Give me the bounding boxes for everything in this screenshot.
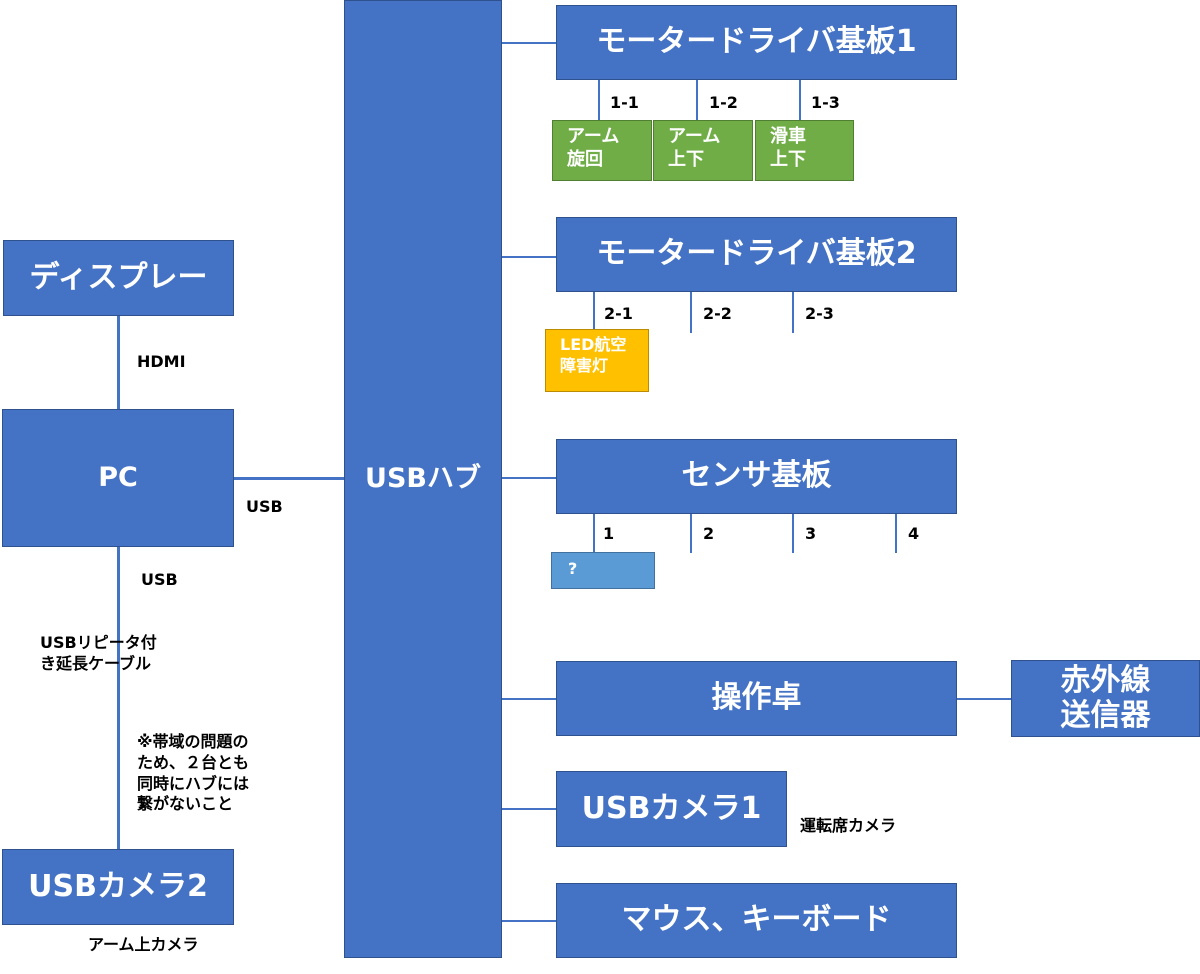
arm-updown-label-1: アーム bbox=[668, 126, 721, 147]
mouse-keyboard-box: マウス、キーボード bbox=[556, 883, 957, 958]
console-box: 操作卓 bbox=[556, 661, 957, 736]
arm-rotate-label-1: アーム bbox=[567, 126, 620, 147]
unknown-sensor-box: ? bbox=[551, 552, 655, 589]
connector-console-ir bbox=[956, 698, 1012, 700]
ir-transmitter-label-2: 送信器 bbox=[1060, 697, 1151, 733]
port-line-1-1 bbox=[598, 79, 600, 121]
port-line-2-2 bbox=[690, 291, 692, 333]
usb-pc-hub-label: USB bbox=[246, 497, 283, 516]
connector-hub-sensor bbox=[501, 477, 556, 479]
port-line-s2 bbox=[690, 513, 692, 553]
bandwidth-note-2: ため、２台とも bbox=[137, 752, 250, 772]
connector-hub-mousekb bbox=[501, 920, 556, 922]
slide-updown-box: 滑車 上下 bbox=[755, 120, 854, 181]
arm-rotate-label-2: 旋回 bbox=[567, 149, 603, 171]
port-label-1-2: 1-2 bbox=[709, 93, 738, 112]
port-label-s1: 1 bbox=[603, 524, 615, 543]
repeater-cable-label: USBリピータ付 き延長ケーブル bbox=[40, 633, 157, 675]
port-label-2-3: 2-3 bbox=[805, 304, 834, 323]
motor-board1-box: モータードライバ基板1 bbox=[556, 5, 957, 80]
arm-camera-label: アーム上カメラ bbox=[88, 935, 199, 954]
led-light-label-2: 障害灯 bbox=[560, 355, 609, 375]
port-line-1-3 bbox=[799, 79, 801, 121]
connector-display-pc bbox=[117, 315, 120, 410]
port-label-2-2: 2-2 bbox=[703, 304, 732, 323]
port-label-1-3: 1-3 bbox=[811, 93, 840, 112]
port-line-2-1 bbox=[593, 291, 595, 330]
bandwidth-note-3: 同時にハブには bbox=[137, 773, 250, 793]
port-label-1-1: 1-1 bbox=[610, 93, 639, 112]
ir-transmitter-box: 赤外線 送信器 bbox=[1011, 660, 1200, 737]
repeater-cable-label-2: き延長ケーブル bbox=[40, 653, 152, 673]
port-line-2-3 bbox=[792, 291, 794, 333]
led-light-box: LED航空 障害灯 bbox=[545, 329, 649, 392]
driver-camera-label: 運転席カメラ bbox=[800, 816, 897, 835]
usb-pc-down-label: USB bbox=[141, 570, 178, 589]
bandwidth-note-1: ※帯域の問題の bbox=[137, 732, 249, 751]
port-line-s4 bbox=[895, 513, 897, 553]
display-box: ディスプレー bbox=[3, 240, 234, 316]
connector-hub-motor2 bbox=[501, 256, 556, 258]
connector-pc-hub bbox=[233, 477, 345, 480]
port-line-s1 bbox=[593, 513, 595, 553]
usb-hub-box: USBハブ bbox=[344, 0, 502, 958]
arm-rotate-box: アーム 旋回 bbox=[552, 120, 652, 181]
port-line-1-2 bbox=[696, 79, 698, 121]
ir-transmitter-label-1: 赤外線 bbox=[1060, 663, 1151, 698]
unknown-sensor-label: ? bbox=[568, 559, 578, 578]
port-label-s2: 2 bbox=[703, 524, 715, 543]
pc-box: PC bbox=[2, 409, 234, 547]
usb-camera1-box: USBカメラ1 bbox=[556, 771, 787, 847]
connector-pc-camera2 bbox=[117, 546, 120, 850]
usb-camera2-box: USBカメラ2 bbox=[2, 849, 234, 925]
port-line-s3 bbox=[792, 513, 794, 553]
repeater-cable-label-1: USBリピータ付 bbox=[40, 633, 157, 652]
slide-updown-label-1: 滑車 bbox=[770, 126, 806, 147]
connector-hub-motor1 bbox=[501, 42, 556, 44]
arm-updown-box: アーム 上下 bbox=[653, 120, 753, 181]
connector-hub-console bbox=[501, 698, 556, 700]
slide-updown-label-2: 上下 bbox=[770, 149, 806, 171]
arm-updown-label-2: 上下 bbox=[668, 149, 704, 171]
motor-board2-box: モータードライバ基板2 bbox=[556, 217, 957, 292]
led-light-label-1: LED航空 bbox=[560, 335, 627, 354]
hdmi-label: HDMI bbox=[137, 352, 186, 371]
port-label-s3: 3 bbox=[805, 524, 817, 543]
sensor-board-box: センサ基板 bbox=[556, 439, 957, 514]
bandwidth-note: ※帯域の問題の ため、２台とも 同時にハブには 繋がないこと bbox=[137, 732, 249, 815]
bandwidth-note-4: 繋がないこと bbox=[137, 794, 234, 814]
port-label-2-1: 2-1 bbox=[604, 304, 633, 323]
connector-hub-camera1 bbox=[501, 808, 556, 810]
port-label-s4: 4 bbox=[908, 524, 920, 543]
